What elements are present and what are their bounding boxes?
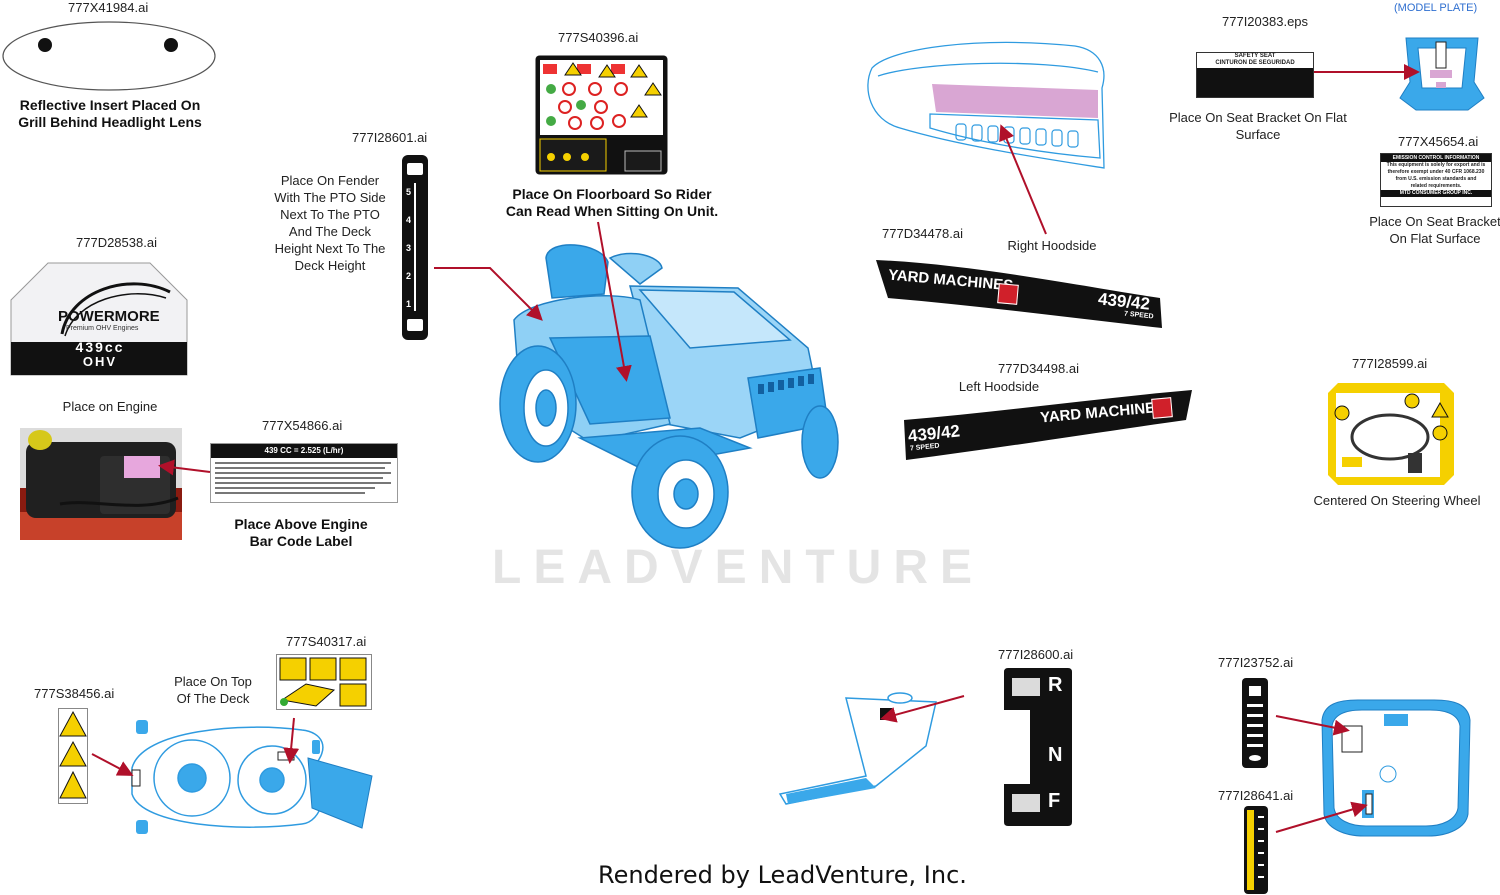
engine-photo <box>20 428 182 540</box>
emission-footer: MTD CONSUMER GROUP INC. <box>1381 190 1491 197</box>
part-number-777s40396: 777S40396.ai <box>558 30 639 45</box>
caption-seat-bracket-1: Place On Seat Bracket On Flat <box>1169 110 1347 125</box>
part-number-777x45654: 777X45654.ai <box>1398 134 1479 149</box>
fuel-consumption-label: 439 CC = 2.525 (L/hr) <box>210 443 398 503</box>
lawn-tractor-illustration <box>499 244 839 549</box>
caption-fender-2: With The PTO Side <box>274 190 386 205</box>
caption-above-engine-1: Place Above Engine <box>234 516 368 532</box>
caption-seat-bracket-flat-2: On Flat Surface <box>1389 231 1481 246</box>
caption-left-hoodside: Left Hoodside <box>958 379 1040 394</box>
part-number-777i28601: 777I28601.ai <box>352 130 428 145</box>
height-3: 3 <box>406 243 412 253</box>
powermore-brand: POWERMORE <box>58 308 160 325</box>
gear-neutral: N <box>1048 744 1063 766</box>
caption-floorboard-1: Place On Floorboard So Rider <box>512 186 712 202</box>
powermore-decal: POWERMORE Premium OHV Engines 439cc OHV <box>10 262 188 376</box>
right-hoodside-decal: YARD MACHINES 439/42 7 SPEED <box>872 258 1164 330</box>
footer-credit: Rendered by LeadVenture, Inc. <box>598 861 967 889</box>
height-5: 5 <box>406 187 412 197</box>
fuel-label-header: 439 CC = 2.525 (L/hr) <box>211 444 397 458</box>
height-2: 2 <box>406 271 412 281</box>
caption-fender-3: Next To The PTO <box>280 207 380 222</box>
seat-bracket-illustration <box>1399 37 1485 111</box>
height-4: 4 <box>406 215 412 225</box>
emission-line-3: from U.S. emission standards and <box>1395 176 1477 182</box>
part-number-777s40317: 777S40317.ai <box>286 634 367 649</box>
safety-seat-title: SAFETY SEAT <box>1234 53 1276 59</box>
deck-top-decal <box>276 654 372 710</box>
caption-fender-1: Place On Fender <box>280 173 380 188</box>
emission-line-1: This equipment is solely for export and … <box>1386 162 1486 168</box>
caption-place-on-engine: Place on Engine <box>62 399 158 414</box>
safety-seat-title-es: CINTURON DE SEGURIDAD <box>1215 60 1295 66</box>
caption-fender-6: Deck Height <box>294 258 366 273</box>
throttle-decal <box>1242 678 1268 768</box>
emission-control-label: EMISSION CONTROL INFORMATION This equipm… <box>1380 153 1492 207</box>
caption-seat-bracket-2: Surface <box>1235 127 1281 142</box>
mower-deck-illustration <box>131 720 373 834</box>
emission-line-2: therefore exempt under 40 CFR 1068.230 <box>1387 169 1485 175</box>
emission-line-4: related requirements. <box>1410 183 1462 189</box>
safety-seat-label: SAFETY SEAT CINTURON DE SEGURIDAD <box>1196 52 1314 98</box>
caption-fender-4: And The Deck <box>288 224 372 239</box>
part-number-777d34478: 777D34478.ai <box>882 226 963 241</box>
part-number-777i23752: 777I23752.ai <box>1218 655 1294 670</box>
caption-reflective-insert-2: Grill Behind Headlight Lens <box>18 114 202 130</box>
caption-right-hoodside: Right Hoodside <box>1007 238 1097 253</box>
emission-header: EMISSION CONTROL INFORMATION <box>1381 154 1491 162</box>
caption-floorboard-2: Can Read When Sitting On Unit. <box>505 203 719 219</box>
powermore-tagline: Premium OHV Engines <box>66 325 139 332</box>
part-number-777x54866: 777X54866.ai <box>262 418 343 433</box>
caption-fender-5: Height Next To The <box>274 241 386 256</box>
watermark: LEADVENTURE <box>492 541 985 594</box>
part-number-777x41984: 777X41984.ai <box>68 0 149 15</box>
part-number-777d34498: 777D34498.ai <box>998 361 1079 376</box>
camera-icon <box>407 319 423 331</box>
hood-illustration <box>867 41 1105 169</box>
caption-steering-wheel: Centered On Steering Wheel <box>1313 493 1481 508</box>
caption-deck-1: Place On Top <box>174 674 252 689</box>
part-number-777d28538: 777D28538.ai <box>76 235 157 250</box>
caption-reflective-insert-1: Reflective Insert Placed On <box>19 97 201 113</box>
part-number-777i28599: 777I28599.ai <box>1352 356 1428 371</box>
gear-forward: F <box>1048 790 1061 812</box>
powermore-type: OHV <box>82 354 118 369</box>
part-number-777i20383: 777I20383.eps <box>1222 14 1309 29</box>
part-number-777i28641: 777I28641.ai <box>1218 788 1294 803</box>
caption-seat-bracket-flat-1: Place On Seat Bracket <box>1369 214 1500 229</box>
camera-icon <box>407 163 423 175</box>
gear-reverse: R <box>1048 674 1063 696</box>
floorboard-safety-decal <box>535 55 668 175</box>
deck-warning-decal <box>58 708 88 804</box>
left-hoodside-decal: 439/42 7 SPEED YARD MACHINES <box>900 390 1194 462</box>
shift-pattern-decal <box>1004 668 1072 826</box>
powermore-size: 439cc <box>75 339 125 355</box>
height-adjust-decal <box>1244 806 1268 894</box>
part-number-777i28600: 777I28600.ai <box>998 647 1074 662</box>
reflective-insert-shape <box>2 21 216 91</box>
caption-deck-2: Of The Deck <box>176 691 250 706</box>
caption-above-engine-2: Bar Code Label <box>249 533 353 549</box>
deck-height-decal: 5 4 3 2 1 <box>402 155 428 340</box>
model-plate-label: (MODEL PLATE) <box>1394 2 1478 14</box>
steering-wheel-decal <box>1328 383 1454 485</box>
caption-fender: Place On Fender With The PTO Side Next T… <box>262 172 398 274</box>
height-1: 1 <box>406 299 412 309</box>
part-number-777s38456: 777S38456.ai <box>34 686 115 701</box>
